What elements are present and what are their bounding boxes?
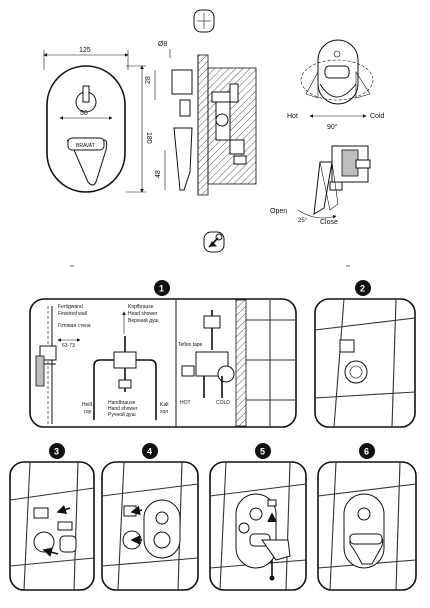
step-3-panel xyxy=(9,461,95,591)
dim-height: 180 xyxy=(145,132,152,144)
hand-shower-ru: Ручной душ xyxy=(108,411,136,418)
svg-text:3: 3 xyxy=(54,447,59,457)
svg-text:4: 4 xyxy=(147,447,152,457)
step-2-panel xyxy=(314,298,416,428)
finished-wall-ru: Готовая стена xyxy=(58,323,91,329)
label-angle-tilt: 25° xyxy=(298,218,308,224)
dim-centers: 50 xyxy=(80,110,88,117)
label-angle-rotate: 90° xyxy=(327,123,338,131)
label-close: Close xyxy=(320,219,338,226)
step-4-panel xyxy=(101,461,199,591)
step-1-badge: 1 xyxy=(154,280,170,296)
hand-shower-en: Hand shower xyxy=(108,406,138,412)
label-cold: Cold xyxy=(370,113,385,120)
svg-text:5: 5 xyxy=(260,447,265,457)
hot-label: HOT xyxy=(180,400,191,406)
hot-ru: гор xyxy=(84,409,91,415)
hand-shower-de: Handbrause xyxy=(108,400,135,406)
head-shower-ru: Верхний душ xyxy=(128,317,159,324)
cold-ru: хол xyxy=(160,409,168,415)
finished-wall-en: Finished wall xyxy=(58,311,87,317)
dim-depth-top: 28 xyxy=(145,76,152,84)
label-open: Open xyxy=(270,208,287,215)
svg-text:2: 2 xyxy=(360,284,365,294)
dim-width: 125 xyxy=(79,47,91,54)
step-5-panel xyxy=(209,461,307,591)
dim-diameter: Ø8 xyxy=(158,41,167,48)
depth-range: 63-73 xyxy=(62,343,75,349)
brand-mark: BRAVAT xyxy=(76,143,95,149)
step-6-badge: 6 xyxy=(359,443,375,459)
step-2-badge: 2 xyxy=(355,280,371,296)
svg-text:6: 6 xyxy=(364,447,369,457)
step-5-badge: 5 xyxy=(255,443,271,459)
label-hot: Hot xyxy=(287,113,298,120)
wrench-icon xyxy=(203,231,225,253)
svg-text:1: 1 xyxy=(159,284,164,294)
step-4-badge: 4 xyxy=(142,443,158,459)
step-1-panel: Fertigwand Finished wall Готовая стена 6… xyxy=(29,298,297,428)
top-view-symbol xyxy=(193,9,215,33)
teflon-tape: Teflon tape xyxy=(178,342,203,348)
dim-depth-bottom: 48 xyxy=(155,170,162,178)
finished-wall-de: Fertigwand xyxy=(58,304,83,310)
front-view: 125 50 BRAVAT 180 xyxy=(43,47,152,193)
side-view: Ø8 28 48 xyxy=(145,41,257,196)
head-shower-de: Kopfbrause xyxy=(128,304,154,310)
hot-de: Heiß xyxy=(82,402,93,408)
handle-motion-views: Hot Cold 90° Open 25° Close xyxy=(270,39,385,226)
head-shower-en: Head shower xyxy=(128,311,158,317)
cold-de: Kalt xyxy=(160,402,169,408)
cold-label: COLD xyxy=(216,400,230,406)
step-3-badge: 3 xyxy=(49,443,65,459)
step-6-panel xyxy=(317,461,417,591)
